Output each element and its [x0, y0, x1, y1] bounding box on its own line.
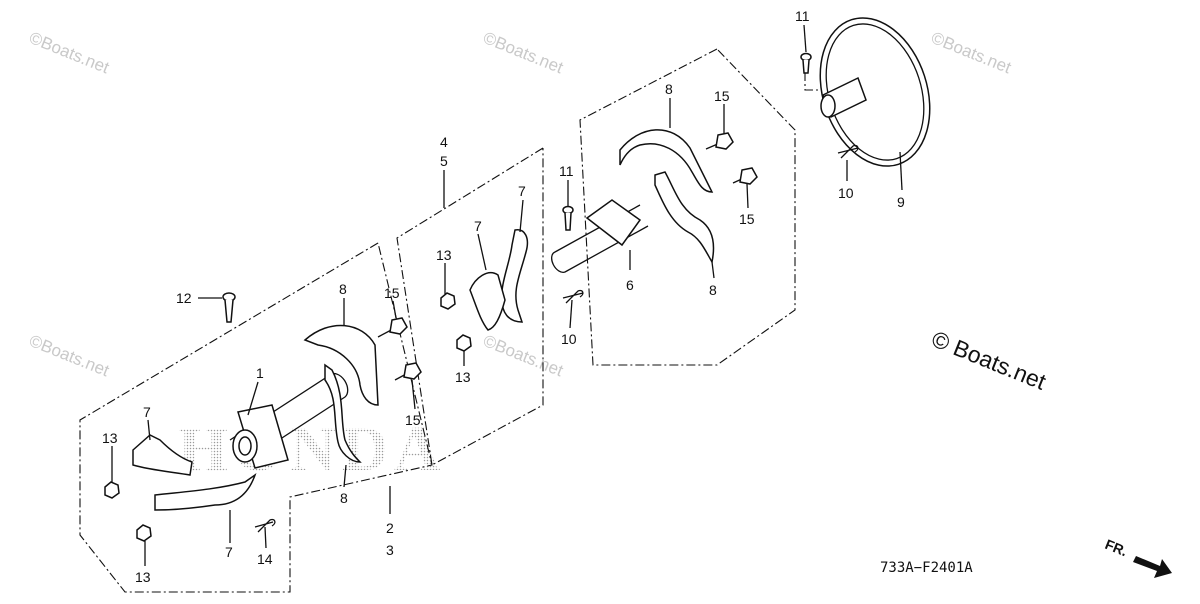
label-part-15-left-lower: 15: [405, 412, 421, 428]
middle-clip-10: [562, 289, 584, 304]
label-part-15-right-upper: 15: [714, 88, 730, 104]
left-tine-7-upper: [132, 434, 193, 476]
label-part-11-top: 11: [795, 8, 810, 24]
watermark-top-right: ©Boats.net: [929, 28, 1015, 77]
label-part-2: 2: [386, 520, 394, 536]
label-part-13-left-upper: 13: [102, 430, 118, 446]
label-part-11-middle: 11: [559, 163, 574, 179]
watermark-top-left: ©Boats.net: [27, 28, 113, 77]
group-box-left: [79, 242, 433, 593]
top-pin-11: [800, 52, 812, 74]
label-part-13-middle-upper: 13: [436, 247, 452, 263]
top-clip-10: [837, 144, 859, 159]
label-part-15-left-upper: 15: [384, 285, 400, 301]
label-part-8-right-lower: 8: [709, 282, 717, 298]
middle-tine-7-right: [501, 229, 529, 323]
left-bolt-15-upper: [377, 317, 408, 338]
label-part-8-left-upper: 8: [339, 281, 347, 297]
right-flange: [585, 199, 642, 247]
middle-tine-7-left: [469, 271, 506, 331]
label-part-13-left-lower: 13: [135, 569, 151, 585]
label-part-3: 3: [386, 542, 394, 558]
label-part-7-left-upper: 7: [143, 404, 151, 420]
direction-label: FR.: [1103, 536, 1130, 559]
label-part-1: 1: [256, 365, 264, 381]
left-nut-13-lower: [136, 524, 152, 542]
label-part-6: 6: [626, 277, 634, 293]
left-bolt-15-lower: [394, 362, 422, 381]
left-tine-8-lower: [324, 363, 362, 463]
label-part-7-left-lower: 7: [225, 544, 233, 560]
brand-text: HONDA: [178, 413, 446, 484]
left-pin-12: [222, 292, 236, 323]
left-hub-bore: [238, 436, 252, 456]
watermark-big: © Boats.net: [928, 326, 1050, 395]
label-part-8-left-lower: 8: [340, 490, 348, 506]
label-part-7-middle-left: 7: [474, 218, 482, 234]
middle-pin-11: [562, 205, 574, 231]
leader-lines: [111, 24, 903, 566]
group-box-middle: [396, 147, 544, 466]
label-part-15-right-lower: 15: [739, 211, 755, 227]
label-part-10-middle: 10: [561, 331, 577, 347]
left-tine-7-lower: [154, 473, 257, 511]
label-part-13-middle-lower: 13: [455, 369, 471, 385]
watermark-mid-center: ©Boats.net: [481, 331, 567, 380]
direction-arrow-icon: [1133, 556, 1172, 578]
right-tine-8-upper: [619, 129, 714, 193]
watermark-mid-left: ©Boats.net: [27, 331, 113, 380]
label-part-9: 9: [897, 194, 905, 210]
label-part-14: 14: [257, 551, 273, 567]
right-bolt-15-lower: [732, 167, 758, 185]
figure-code: 733A−F2401A: [880, 560, 973, 576]
middle-nut-13-upper: [440, 292, 456, 310]
label-part-8-right-upper: 8: [665, 81, 673, 97]
left-nut-13-upper: [104, 481, 120, 499]
group-box-right: [579, 48, 796, 366]
watermark-top-center: ©Boats.net: [481, 28, 567, 77]
label-part-5: 5: [440, 153, 448, 169]
label-part-4: 4: [440, 134, 448, 150]
front-direction-indicator: FR.: [1103, 536, 1172, 578]
wheel-9-outer: [819, 17, 931, 167]
label-part-10-top: 10: [838, 185, 854, 201]
left-clip-14: [254, 518, 276, 533]
left-tine-8-upper: [303, 324, 379, 406]
right-bolt-15-upper: [705, 132, 734, 150]
label-part-12: 12: [176, 290, 192, 306]
wheel-hub-bore: [820, 94, 836, 118]
label-part-7-middle-right: 7: [518, 183, 526, 199]
middle-nut-13-lower: [456, 334, 472, 352]
